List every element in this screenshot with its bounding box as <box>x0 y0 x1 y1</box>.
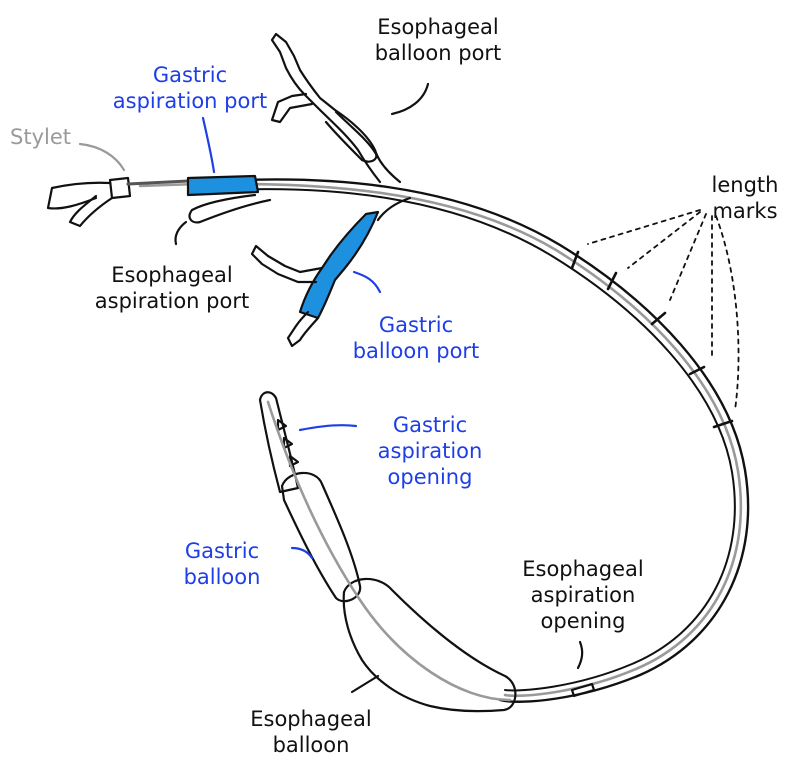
gastric-balloon-shape <box>280 471 362 603</box>
catheter-tube <box>188 178 750 703</box>
gastric-tip <box>258 391 300 494</box>
catheter-tube-inner <box>189 188 736 692</box>
label-esophageal-balloon-port: Esophageal balloon port <box>374 15 502 65</box>
esophageal-balloon-port <box>270 32 402 184</box>
gastric-balloon-port-line <box>376 196 412 222</box>
stylet-hub <box>108 176 132 200</box>
stylet-line <box>138 182 743 698</box>
label-gastric-aspiration-opening: Gastric aspiration opening <box>377 413 483 489</box>
label-gastric-balloon-port: Gastric balloon port <box>352 313 480 363</box>
gastric-aspiration-port <box>186 174 260 197</box>
label-esophageal-aspiration-port: Esophageal aspiration port <box>94 263 250 313</box>
label-length-marks: length marks <box>711 173 779 223</box>
label-esophageal-balloon: Esophageal balloon <box>250 707 372 757</box>
label-gastric-balloon: Gastric balloon <box>183 539 261 589</box>
label-esophageal-aspiration-opening: Esophageal aspiration opening <box>522 557 644 633</box>
esophageal-aspiration-opening-shape <box>570 682 596 698</box>
esophageal-balloon-shape <box>342 577 517 713</box>
length-mark <box>688 365 706 376</box>
length-mark <box>712 419 734 429</box>
label-stylet: Stylet <box>10 125 71 149</box>
label-gastric-aspiration-port: Gastric aspiration port <box>112 63 268 113</box>
gastric-balloon-port <box>298 210 380 320</box>
length-mark <box>606 271 618 291</box>
length-mark <box>570 250 580 270</box>
length-mark <box>650 311 667 326</box>
esophageal-aspiration-port <box>188 193 272 224</box>
